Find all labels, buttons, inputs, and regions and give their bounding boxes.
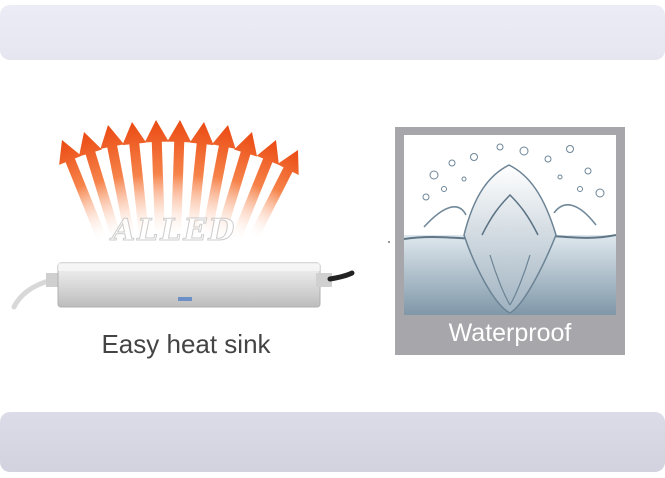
bottom-band [0,412,665,472]
top-band [0,5,665,60]
stray-dot [388,241,390,243]
waterproof-panel: Waterproof [395,127,625,355]
water-splash-image [404,135,616,315]
heat-sink-panel: ALLED Easy heat sink [0,115,380,375]
brand-watermark: ALLED [111,213,237,249]
heat-arrows-icon [59,120,299,244]
waterproof-caption: Waterproof [448,319,572,347]
heat-sink-caption: Easy heat sink [101,329,271,359]
led-driver-image [11,262,355,310]
